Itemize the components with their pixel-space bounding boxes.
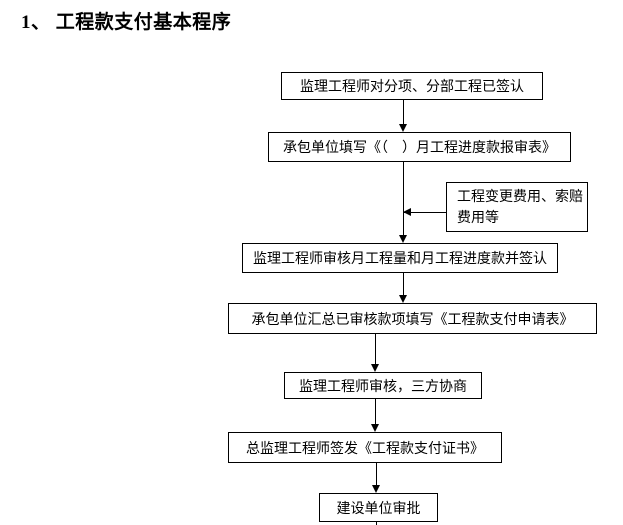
arrow-down-icon bbox=[371, 424, 379, 432]
connector-line-5 bbox=[375, 399, 376, 426]
connector-line-3 bbox=[403, 273, 404, 297]
flow-node-label: 工程变更费用、索赔费用等 bbox=[457, 188, 583, 225]
flow-node-contractor-progress-report: 承包单位填写《（ ）月工程进度款报审表》 bbox=[268, 132, 571, 162]
flow-node-label: 监理工程师审核月工程量和月工程进度款并签认 bbox=[253, 250, 547, 266]
arrow-down-icon bbox=[372, 485, 380, 493]
connector-branch-line bbox=[404, 212, 446, 213]
flow-node-chief-supervisor-certificate: 总监理工程师签发《工程款支付证书》 bbox=[228, 432, 502, 463]
connector-line-7-stub bbox=[376, 522, 377, 525]
connector-line-1 bbox=[403, 100, 404, 126]
flow-node-supervisor-review-quantities: 监理工程师审核月工程量和月工程进度款并签认 bbox=[242, 243, 558, 273]
flow-node-owner-approval: 建设单位审批 bbox=[319, 493, 438, 522]
connector-line-2 bbox=[403, 162, 404, 237]
arrow-down-icon bbox=[371, 364, 379, 372]
arrow-left-icon bbox=[403, 208, 411, 216]
arrow-down-icon bbox=[399, 235, 407, 243]
connector-line-4 bbox=[375, 334, 376, 366]
connector-line-6 bbox=[376, 463, 377, 487]
arrow-down-icon bbox=[399, 295, 407, 303]
flow-node-tripartite-review: 监理工程师审核，三方协商 bbox=[284, 372, 482, 399]
flow-node-label: 总监理工程师签发《工程款支付证书》 bbox=[246, 439, 484, 456]
flow-node-label: 承包单位汇总已审核款项填写《工程款支付申请表》 bbox=[251, 310, 574, 327]
flow-node-label: 监理工程师对分项、分部工程已签认 bbox=[300, 78, 524, 94]
flow-node-subproject-signoff: 监理工程师对分项、分部工程已签认 bbox=[281, 72, 543, 100]
flow-node-change-claim-costs: 工程变更费用、索赔费用等 bbox=[446, 182, 588, 232]
flow-node-contractor-payment-application: 承包单位汇总已审核款项填写《工程款支付申请表》 bbox=[228, 303, 597, 334]
flow-node-label: 承包单位填写《（ ）月工程进度款报审表》 bbox=[283, 139, 556, 155]
section-title: 1、 工程款支付基本程序 bbox=[21, 12, 232, 33]
flow-node-label: 建设单位审批 bbox=[336, 499, 421, 516]
arrow-down-icon bbox=[399, 124, 407, 132]
flow-node-label: 监理工程师审核，三方协商 bbox=[299, 377, 467, 394]
